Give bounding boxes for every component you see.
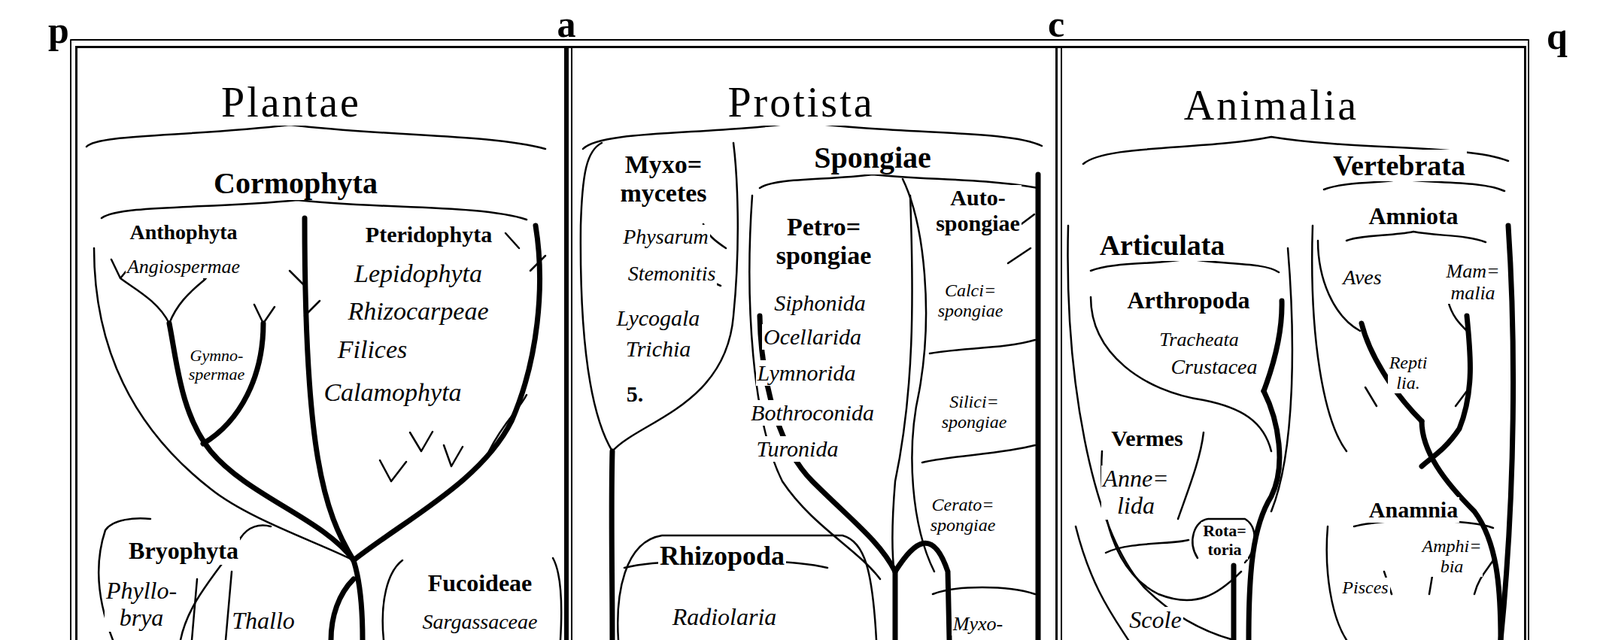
- corner-letter: a: [557, 5, 577, 43]
- taxon-name: Calamophyta: [321, 378, 463, 407]
- kingdom-heading: Animalia: [1182, 81, 1361, 130]
- tree-stroke: [94, 248, 354, 561]
- group-name: Fucoideae: [426, 570, 535, 598]
- tree-stroke: [1075, 526, 1129, 640]
- protista-tree: [580, 142, 1039, 640]
- kingdom-panel: ProtistaMyxo= mycetesPhysarumStemonitisL…: [564, 45, 1058, 640]
- corner-letter: q: [1546, 17, 1568, 55]
- tree-stroke: [1311, 225, 1347, 452]
- taxon-name: Aves: [1341, 265, 1383, 289]
- group-name: Rota= toria: [1201, 522, 1248, 559]
- group-name: Myxo= mycetes: [618, 150, 708, 208]
- tree-stroke: [505, 233, 546, 271]
- group-name: Rhizopoda: [658, 540, 787, 571]
- taxon-name: Phyllo- brya: [104, 577, 179, 632]
- tree-stroke: [932, 587, 1036, 595]
- tree-stroke: [379, 394, 527, 482]
- group-name: Amniota: [1366, 203, 1460, 231]
- taxon-name: Amphi= bia: [1420, 536, 1484, 577]
- taxon-name: Angiospermae: [125, 255, 242, 278]
- tree-stroke: [892, 195, 912, 580]
- plantae-tree: [94, 218, 562, 640]
- tree-stroke: [382, 558, 562, 640]
- tree-stroke: [612, 142, 738, 452]
- taxon-name: Silici= spongiae: [940, 391, 1009, 433]
- taxon-name: Scole: [1127, 607, 1183, 635]
- animalia-tree: [1068, 225, 1514, 640]
- tree-stroke: [571, 48, 1062, 640]
- taxon-name: Pisces: [1340, 577, 1390, 599]
- tree-stroke: [70, 39, 1529, 640]
- taxon-name: Repti lia.: [1387, 352, 1430, 394]
- group-name: Vertebrata: [1331, 149, 1467, 183]
- tree-stroke: [580, 142, 613, 452]
- group-name: Auto- spongiae: [934, 185, 1022, 236]
- tree-stroke: [191, 571, 232, 640]
- taxon-name: Bothroconida: [749, 400, 876, 426]
- corner-letter: p: [48, 11, 70, 49]
- tree-stroke: [1248, 391, 1280, 640]
- kingdom-panel: AnimaliaVertebrataAmniotaAves Mam= maliaR…: [1055, 45, 1527, 640]
- taxon-name: Siphonida: [772, 290, 868, 316]
- taxon-name: Stemonitis: [626, 261, 718, 286]
- tree-stroke: [617, 535, 877, 640]
- group-name: Bryophyta: [127, 537, 240, 565]
- taxon-name: Rhizocarpeae: [346, 297, 491, 326]
- taxon-name: Calci= spongiae: [936, 280, 1005, 322]
- taxon-name: Lepidophyta: [352, 259, 484, 289]
- tree-stroke: [1192, 519, 1254, 563]
- taxon-name: Cerato= spongiae: [929, 494, 998, 536]
- taxon-name: Mam= malia: [1445, 260, 1502, 304]
- kingdom-panel: PlantaeCormophytaAnthophytaAngiospermaeG…: [75, 45, 569, 640]
- taxon-name: Myxo-: [951, 613, 1005, 635]
- tree-stroke: [330, 579, 354, 640]
- group-name: Vermes: [1109, 425, 1185, 452]
- tree-stroke: [86, 124, 546, 149]
- tree-stroke: [1035, 174, 1042, 640]
- tree-stroke: [922, 340, 1036, 463]
- group-name: Spongiae: [812, 141, 933, 176]
- taxon-name: Sargassaceae: [421, 610, 540, 634]
- taxon-name: Crustacea: [1168, 355, 1259, 379]
- tree-stroke: [101, 200, 527, 220]
- taxon-name: Turonida: [755, 436, 841, 462]
- tree-stroke: [254, 270, 320, 324]
- corner-letter: c: [1047, 5, 1065, 43]
- taxon-name: Tracheata: [1157, 328, 1240, 351]
- taxon-name: Lymnorida: [755, 360, 858, 386]
- tree-stroke: [1090, 297, 1272, 452]
- tree-stroke: [892, 571, 899, 640]
- tree-stroke: [353, 560, 363, 640]
- taxon-name: Trichia: [624, 336, 693, 362]
- tree-stroke: [1421, 421, 1501, 640]
- taxon-name: Radiolaria: [670, 604, 779, 632]
- taxon-name: Physarum: [621, 224, 711, 249]
- tree-stroke: [1263, 300, 1282, 392]
- tree-stroke: [1421, 315, 1470, 467]
- tree-stroke: [1271, 248, 1293, 512]
- kingdom-heading: Plantae: [219, 78, 363, 127]
- group-name: Cormophyta: [212, 166, 380, 201]
- taxon-name: Lycogala: [615, 305, 702, 331]
- group-name: Petro= spongiae: [774, 212, 874, 271]
- group-name: Articulata: [1098, 229, 1227, 262]
- taxon-name: Ocellarida: [762, 324, 863, 350]
- taxon-name: Anne= lida: [1101, 465, 1170, 520]
- frame: [70, 39, 1529, 640]
- callout-number: 5.: [625, 381, 646, 407]
- taxon-name: Filices: [336, 335, 410, 365]
- group-name: Anthophyta: [127, 220, 239, 244]
- taxon-name: Gymno- spermae: [187, 346, 247, 384]
- tree-stroke: [1346, 231, 1486, 243]
- group-name: Anamnia: [1367, 497, 1460, 523]
- taxon-name: Thallo: [230, 607, 297, 635]
- group-name: Arthropoda: [1126, 287, 1252, 315]
- group-name: Pteridophyta: [364, 221, 494, 248]
- tree-stroke: [1500, 225, 1514, 640]
- kingdom-heading: Protista: [725, 78, 876, 127]
- tree-stroke: [609, 451, 616, 640]
- tree-stroke: [749, 195, 881, 580]
